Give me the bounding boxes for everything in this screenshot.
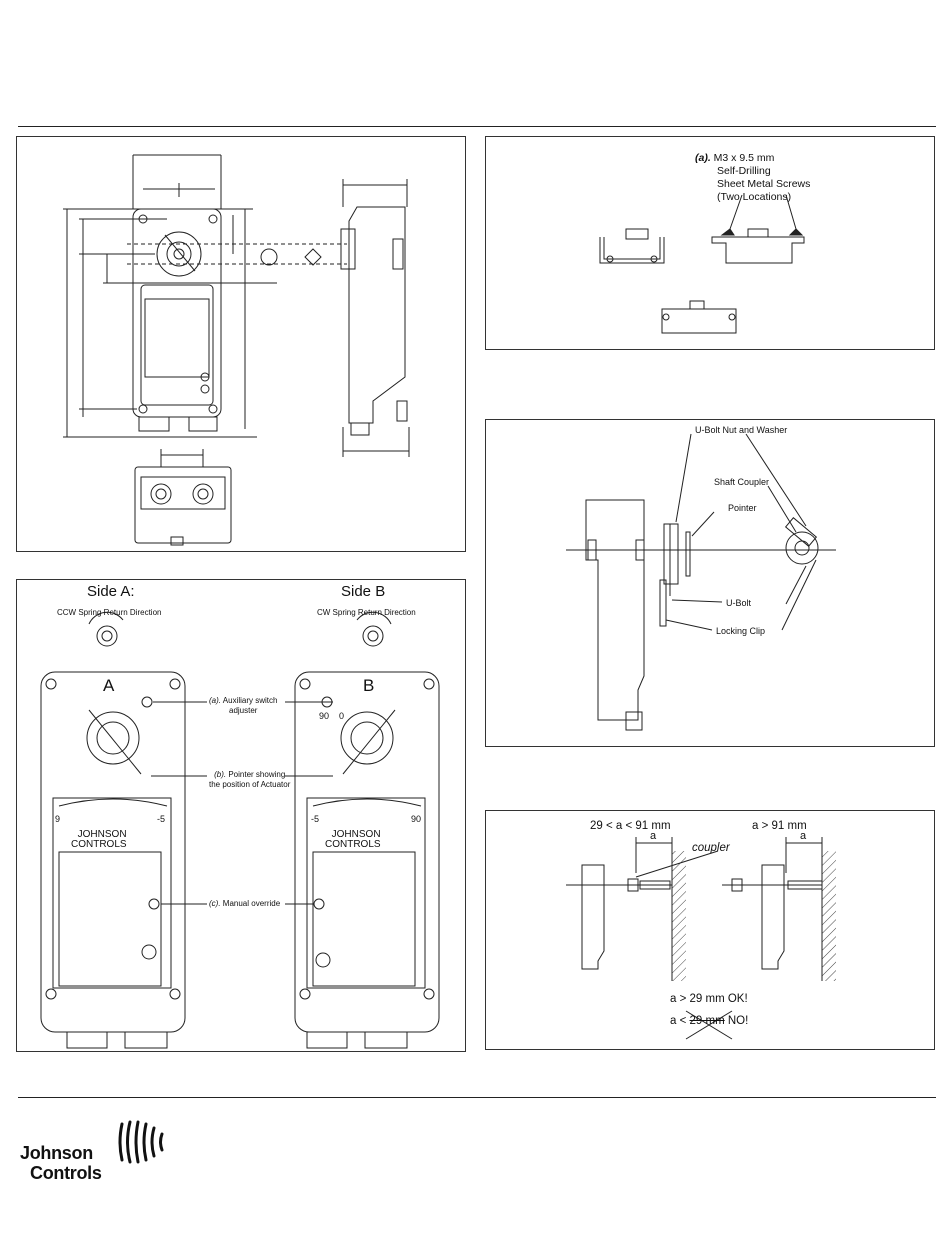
side-b-title: Side B bbox=[341, 583, 386, 600]
side-a-letter: A bbox=[103, 676, 115, 695]
shaft-coupler-label: Shaft Coupler bbox=[714, 477, 770, 487]
cw-direction-label: CW Spring Return Direction bbox=[317, 608, 416, 617]
locking-clip-label: Locking Clip bbox=[716, 626, 766, 636]
bracket-drawing bbox=[599, 194, 805, 334]
screw-line-4: (Two Locations) bbox=[717, 191, 792, 203]
callout-override-prefix: (c). bbox=[209, 899, 221, 908]
footer-rule bbox=[18, 1097, 936, 1098]
range-right-label: a > 91 mm bbox=[752, 820, 807, 832]
screw-line-2: Self-Drilling bbox=[717, 165, 771, 177]
aux-90-label: 90 bbox=[319, 711, 330, 721]
side-b-letter: B bbox=[363, 676, 375, 695]
callout-aux-line2: adjuster bbox=[229, 706, 258, 715]
scale-b-left: -5 bbox=[311, 814, 320, 824]
callout-pointer-line1: Pointer showing bbox=[228, 770, 286, 779]
dim-a-right: a bbox=[800, 830, 807, 842]
ubolt-label: U-Bolt bbox=[726, 598, 752, 608]
johnson-controls-logo: Johnson Controls bbox=[20, 1140, 170, 1190]
scale-a-right: -5 bbox=[157, 814, 166, 824]
callout-manual-override: (c). Manual override bbox=[209, 899, 280, 909]
callout-pointer-line2: the position of Actuator bbox=[209, 780, 291, 789]
scale-a-left: 9 bbox=[55, 814, 61, 824]
callout-pointer: (b). Pointer showing the position of Act… bbox=[209, 770, 290, 790]
ubolt-panel: U-Bolt Nut and Washer Shaft Coupler Poin… bbox=[485, 419, 935, 747]
aux-0-label: 0 bbox=[339, 711, 345, 721]
spring-return-panel: Side A: Side B CCW Spring Return Directi… bbox=[16, 579, 466, 1052]
side-a-title: Side A: bbox=[87, 583, 135, 600]
shaft-length-panel: 29 < a < 91 mm a > 91 mm coupler a a a >… bbox=[485, 810, 935, 1050]
coupler-label: coupler bbox=[692, 842, 730, 854]
ccw-direction-label: CCW Spring Return Direction bbox=[57, 608, 162, 617]
dimensions-drawing bbox=[63, 154, 410, 546]
logo-mark-icon bbox=[118, 1120, 164, 1164]
callout-aux-switch: (a). Auxiliary switch adjuster bbox=[209, 696, 277, 716]
mounting-screws-panel: (a). M3 x 9.5 mm Self-Drilling Sheet Met… bbox=[485, 136, 935, 350]
dim-a-left: a bbox=[650, 830, 657, 842]
callout-aux-prefix: (a). bbox=[209, 696, 221, 705]
side-a-brand: JOHNSON CONTROLS bbox=[71, 830, 127, 850]
screw-callout-prefix: (a). bbox=[695, 152, 711, 164]
side-b-brand-line2: CONTROLS bbox=[325, 839, 381, 850]
side-b-brand-line1: JOHNSON bbox=[331, 829, 381, 840]
ubolt-nut-label: U-Bolt Nut and Washer bbox=[695, 425, 788, 435]
ok-condition: a > 29 mm OK! bbox=[670, 993, 748, 1005]
screw-line-1: M3 x 9.5 mm bbox=[713, 152, 775, 164]
side-a-brand-line2: CONTROLS bbox=[71, 839, 127, 850]
scale-b-right: 90 bbox=[411, 814, 422, 824]
side-a-brand-line1: JOHNSON bbox=[77, 829, 127, 840]
spring-return-drawing bbox=[40, 611, 440, 1049]
header-rule bbox=[18, 126, 936, 127]
no-condition-prefix: a < bbox=[670, 1015, 690, 1027]
pointer-label: Pointer bbox=[728, 503, 757, 513]
screw-line-3: Sheet Metal Screws bbox=[717, 178, 811, 190]
range-left-label: 29 < a < 91 mm bbox=[590, 820, 671, 832]
no-condition: a < 29 mm NO! bbox=[670, 1014, 748, 1028]
dimensions-panel bbox=[16, 136, 466, 552]
shaft-length-drawing bbox=[566, 837, 836, 1040]
logo-line-2: Controls bbox=[30, 1163, 102, 1183]
side-b-brand: JOHNSON CONTROLS bbox=[325, 830, 381, 850]
callout-override-line1: Manual override bbox=[222, 899, 281, 908]
logo-line-1: Johnson bbox=[20, 1143, 93, 1163]
no-condition-suffix: NO! bbox=[724, 1015, 749, 1027]
callout-pointer-prefix: (b). bbox=[214, 770, 227, 779]
no-condition-struck: 29 mm bbox=[689, 1015, 725, 1027]
screw-callout: (a). M3 x 9.5 mm Self-Drilling Sheet Met… bbox=[695, 152, 810, 204]
ubolt-drawing bbox=[566, 433, 836, 731]
callout-aux-line1: Auxiliary switch bbox=[222, 696, 278, 705]
